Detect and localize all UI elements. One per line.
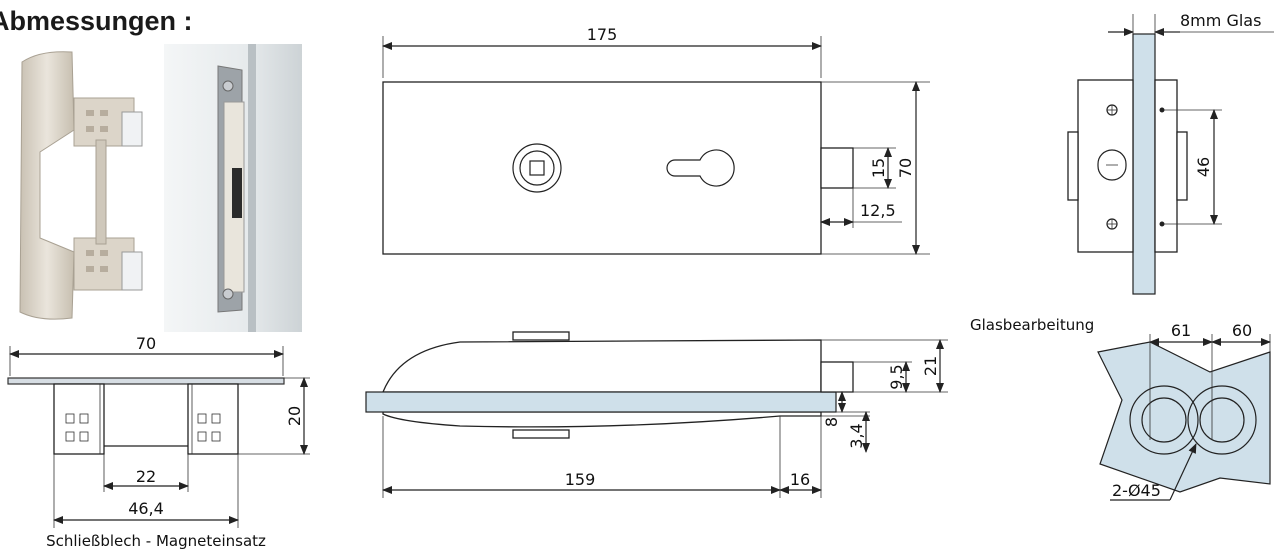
striker-plate-photo: [19, 51, 143, 320]
end-length-label: 16: [790, 470, 810, 489]
striker-width-label: 70: [136, 334, 156, 353]
top-length-label: 159: [565, 470, 596, 489]
glass-thickness-label: 8mm Glas: [1180, 11, 1261, 30]
holes-label: 2-Ø45: [1112, 481, 1161, 500]
glass-processing-title: Glasbearbeitung: [970, 316, 1094, 334]
glass-processing-drawing: Glasbearbeitung 61 60 2-Ø45: [970, 316, 1271, 501]
page-title: Abmessungen :: [0, 6, 193, 36]
front-height-label: 70: [896, 158, 915, 178]
striker-drawing: 70 20 22 46,4 Schließblech - Magneteinsa…: [7, 334, 310, 550]
mounted-striker-photo: [164, 44, 302, 332]
striker-height-label: 20: [285, 406, 304, 426]
bolt-offset-label: 12,5: [860, 201, 896, 220]
processing-a-label: 61: [1171, 321, 1191, 340]
striker-inner-label: 22: [136, 467, 156, 486]
total-height-label: 21: [921, 356, 940, 376]
striker-outer-label: 46,4: [128, 499, 164, 518]
lower-height-label: 3,4: [847, 423, 866, 448]
upper-height-label: 9,5: [887, 364, 906, 389]
lock-side-view: 8mm Glas 46: [1067, 11, 1274, 295]
glass-height-label: 8: [822, 417, 841, 427]
front-length-label: 175: [587, 25, 618, 44]
lock-front-view: 175 15 70 12,5: [382, 25, 930, 255]
striker-caption: Schließblech - Magneteinsatz: [46, 532, 266, 550]
processing-b-label: 60: [1232, 321, 1252, 340]
bolt-height-label: 15: [869, 158, 888, 178]
hole-spacing-label: 46: [1194, 157, 1213, 177]
lock-top-view: 9,5 21 8 3,4 159 16: [365, 331, 948, 498]
